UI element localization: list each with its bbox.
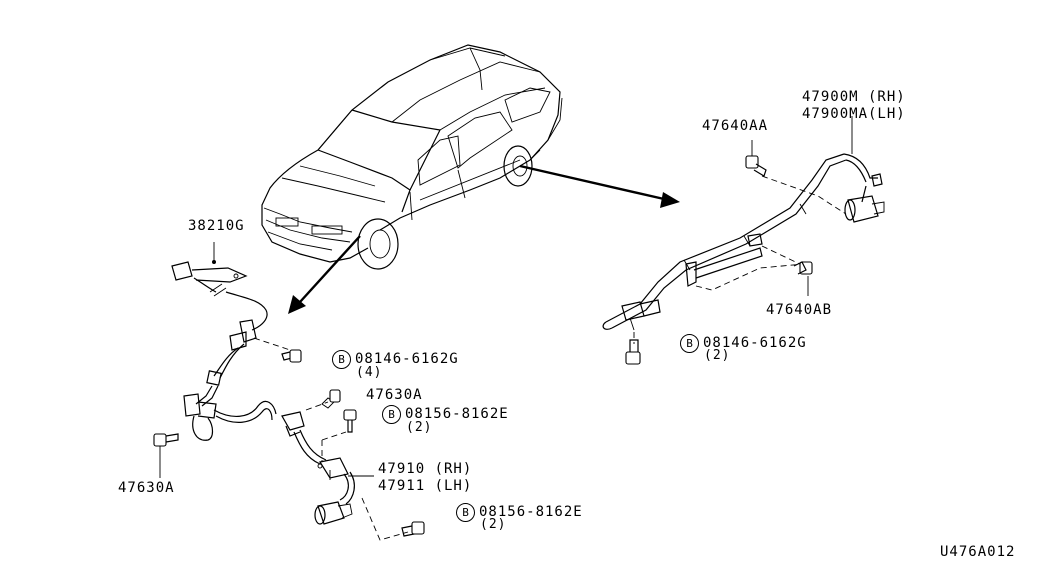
label-08156-bottom-qty: (2): [480, 517, 507, 532]
label-47911: 47911 (LH): [378, 478, 473, 494]
front-bolt-08146: [281, 349, 302, 363]
rear-sensor-assembly: [602, 153, 885, 344]
label-08146-rear-qty: (2): [704, 348, 731, 363]
label-08156-bottom: 08156-8162E: [479, 504, 583, 520]
rear-callout-arrow: [519, 164, 680, 208]
station-wagon-illustration: [261, 44, 563, 270]
bolt-08156-bottom: [401, 521, 425, 537]
bolt-47640aa: [745, 155, 767, 177]
label-47900m: 47900M (RH): [802, 89, 906, 105]
label-47640aa: 47640AA: [702, 118, 769, 134]
label-47640ab: 47640AB: [766, 302, 833, 318]
label-08146-front: 08146-6162G: [355, 351, 459, 367]
label-47630a-top: 47630A: [366, 387, 423, 403]
bolt-08156-mid: [343, 409, 357, 433]
label-47630a-left: 47630A: [118, 480, 175, 496]
bolt-47630a-left: [153, 433, 179, 447]
label-08156-mid: 08156-8162E: [405, 406, 509, 422]
bolt-b-mark-mid: B: [382, 405, 401, 424]
diagram-code: U476A012: [940, 544, 1016, 560]
front-sensor-assembly: [171, 242, 409, 541]
label-08146-front-qty: (4): [356, 365, 383, 380]
bolt-08146-rear: [625, 339, 641, 365]
front-callout-arrow: [288, 235, 361, 314]
bolt-47640ab: [793, 261, 813, 275]
bolt-b-mark-rear: B: [680, 334, 699, 353]
bolt-b-mark-front: B: [332, 350, 351, 369]
label-08156-mid-qty: (2): [406, 420, 433, 435]
label-08146-rear: 08146-6162G: [703, 335, 807, 351]
label-38210g: 38210G: [188, 218, 245, 234]
bolt-b-mark-bottom: B: [456, 503, 475, 522]
label-47910: 47910 (RH): [378, 461, 473, 477]
label-47900ma: 47900MA(LH): [802, 106, 906, 122]
bolt-47630a-top: [321, 389, 341, 409]
